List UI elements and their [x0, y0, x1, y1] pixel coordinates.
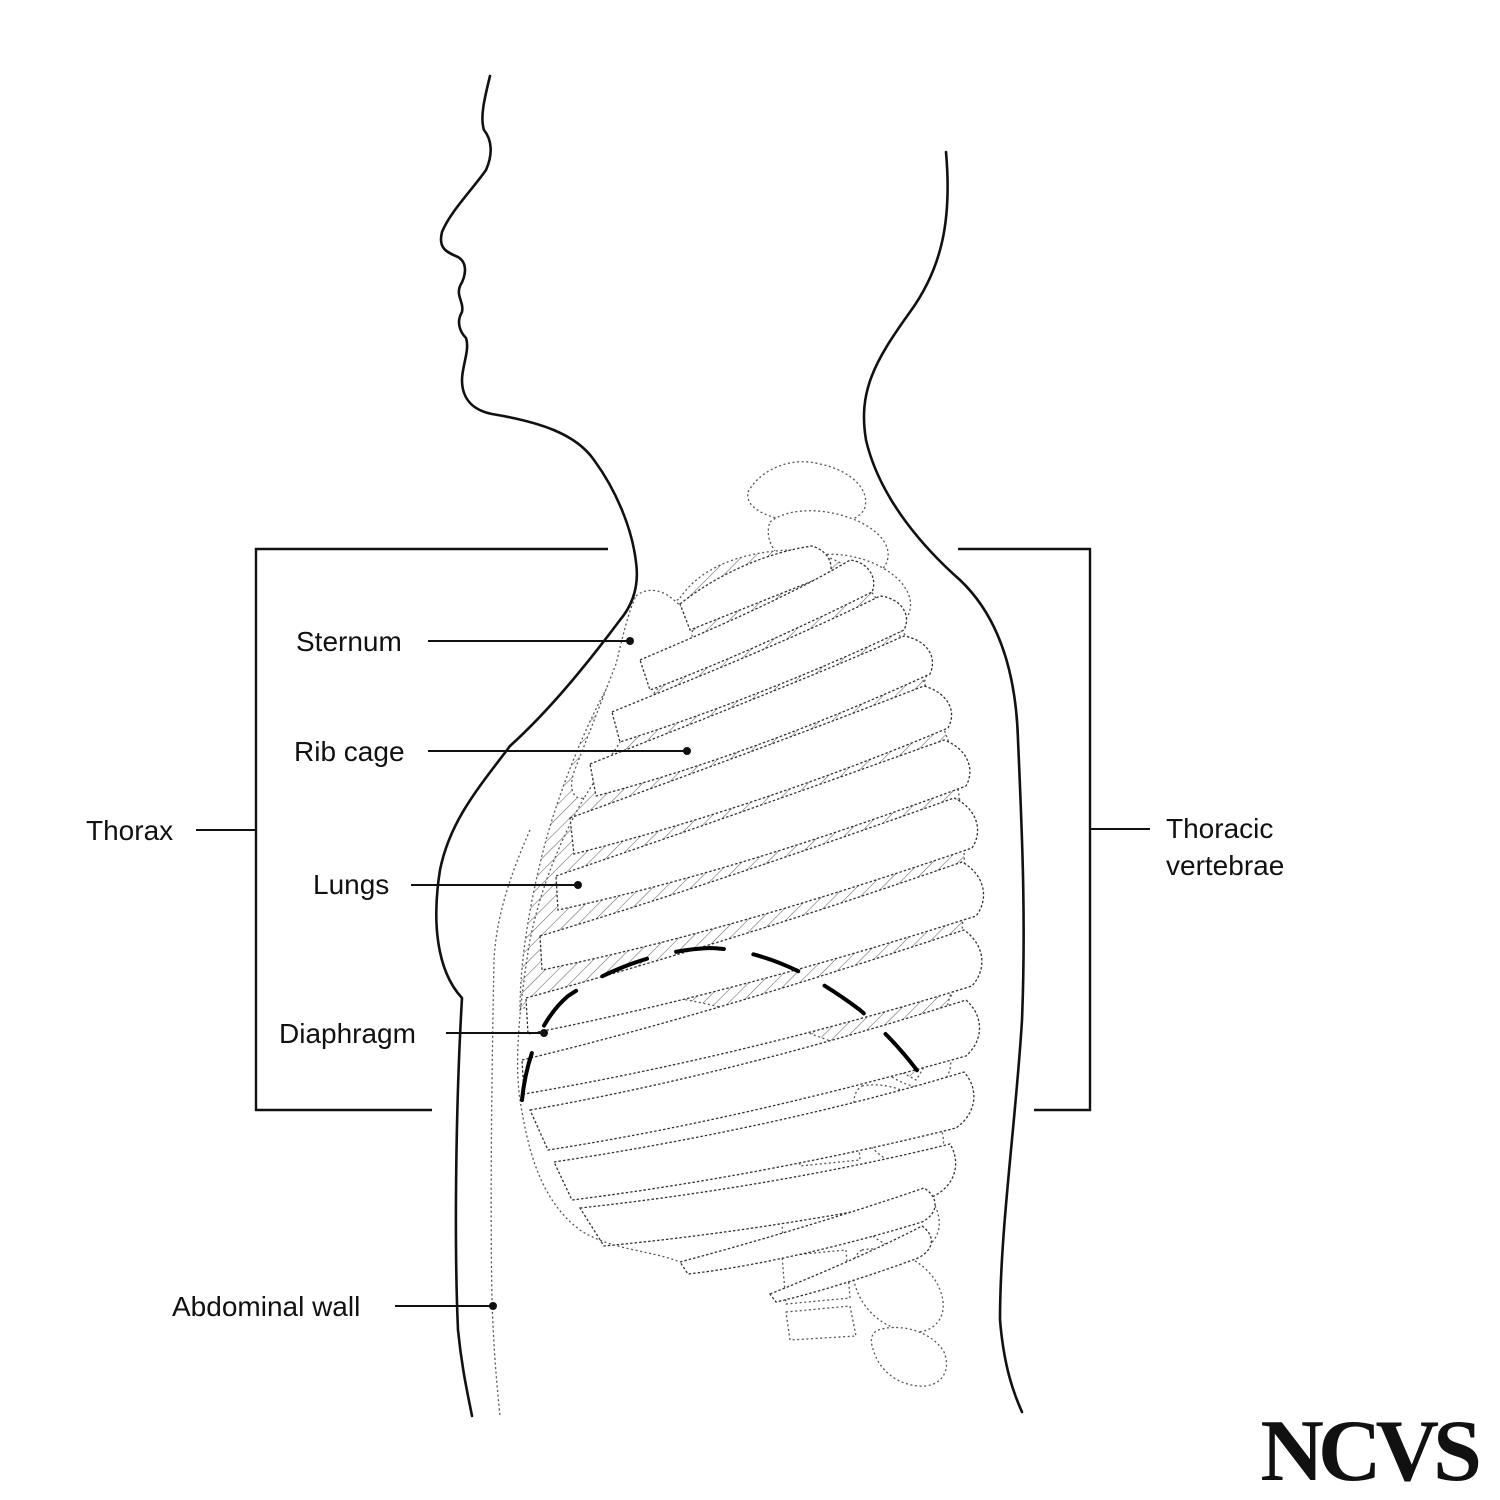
rib-cage: [516, 545, 985, 1303]
ncvs-logo: NCVS: [1260, 1403, 1479, 1500]
rib-cage-label: Rib cage: [294, 736, 405, 767]
face-neck-outline: [439, 74, 639, 748]
abdominal-wall-dot: [489, 1302, 497, 1310]
back-outline: [862, 150, 1025, 1414]
rib-cage-dot: [683, 747, 691, 755]
thorax-label: Thorax: [86, 815, 173, 846]
thoracic-vertebrae-label-line2: vertebrae: [1166, 850, 1284, 881]
chest-front-outline: [435, 744, 512, 1418]
diaphragm-dot: [540, 1029, 548, 1037]
thoracic-vertebrae-label-line1: Thoracic: [1166, 813, 1273, 844]
lungs-dot: [574, 881, 582, 889]
sternum-dot: [626, 637, 634, 645]
diaphragm-label: Diaphragm: [279, 1018, 416, 1049]
abdominal-wall-line: [490, 829, 531, 1417]
lungs-label: Lungs: [313, 869, 389, 900]
sternum-label: Sternum: [296, 626, 402, 657]
diaphragm-curve: [520, 945, 926, 1102]
abdominal-wall-label: Abdominal wall: [172, 1291, 360, 1322]
